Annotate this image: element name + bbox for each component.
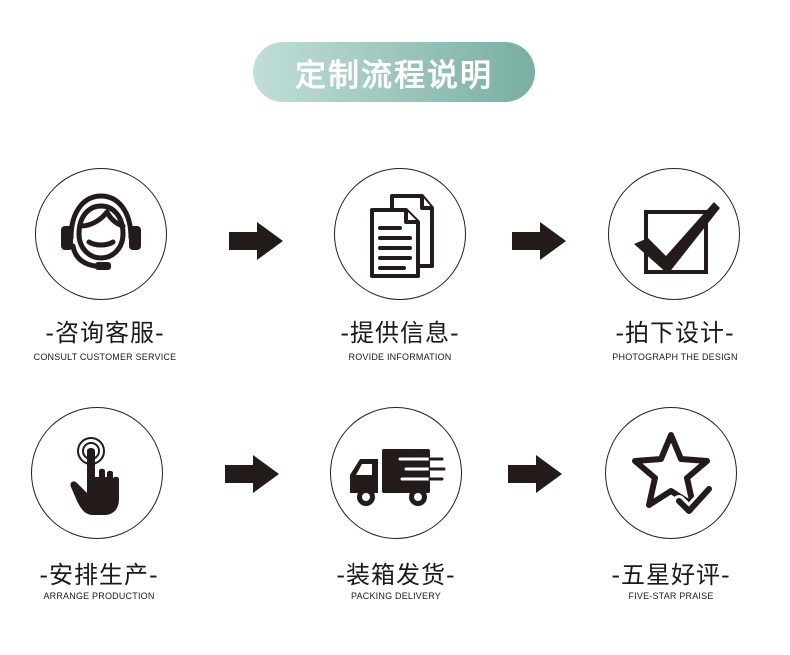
step-6-title: -五星好评- <box>611 561 731 589</box>
documents-icon <box>370 194 434 278</box>
step-2-circle <box>334 168 466 300</box>
step-2-title: -提供信息- <box>340 319 460 347</box>
star-check-icon <box>632 432 715 517</box>
arrow-right-icon <box>508 455 562 493</box>
arrow-right-icon <box>512 222 566 260</box>
step-3-title: -拍下设计- <box>615 319 735 347</box>
step-4-title: -安排生产- <box>39 561 159 589</box>
step-1-subtitle: CONSULT CUSTOMER SERVICE <box>33 352 177 362</box>
delivery-truck-icon <box>350 449 446 506</box>
step-5-circle <box>330 407 462 539</box>
step-3-circle <box>608 168 740 300</box>
step-5-subtitle: PACKING DELIVERY <box>351 591 441 601</box>
step-6-circle <box>605 407 737 539</box>
step-4-circle <box>31 407 163 539</box>
step-5-title: -装箱发货- <box>336 561 456 589</box>
page-title: 定制流程说明 <box>295 57 493 94</box>
title-pill: 定制流程说明 <box>253 42 535 102</box>
step-2-subtitle: ROVIDE INFORMATION <box>348 352 452 362</box>
checkbox-check-icon <box>634 202 720 274</box>
step-1-circle <box>35 168 167 300</box>
arrow-right-icon <box>225 455 279 493</box>
step-1-title: -咨询客服- <box>45 319 165 347</box>
hand-tap-icon <box>70 437 119 515</box>
arrow-right-icon <box>229 222 283 260</box>
step-6-subtitle: FIVE-STAR PRAISE <box>628 591 714 601</box>
step-3-subtitle: PHOTOGRAPH THE DESIGN <box>612 352 738 362</box>
step-4-subtitle: ARRANGE PRODUCTION <box>43 591 155 601</box>
customer-service-headset-icon <box>61 193 141 270</box>
